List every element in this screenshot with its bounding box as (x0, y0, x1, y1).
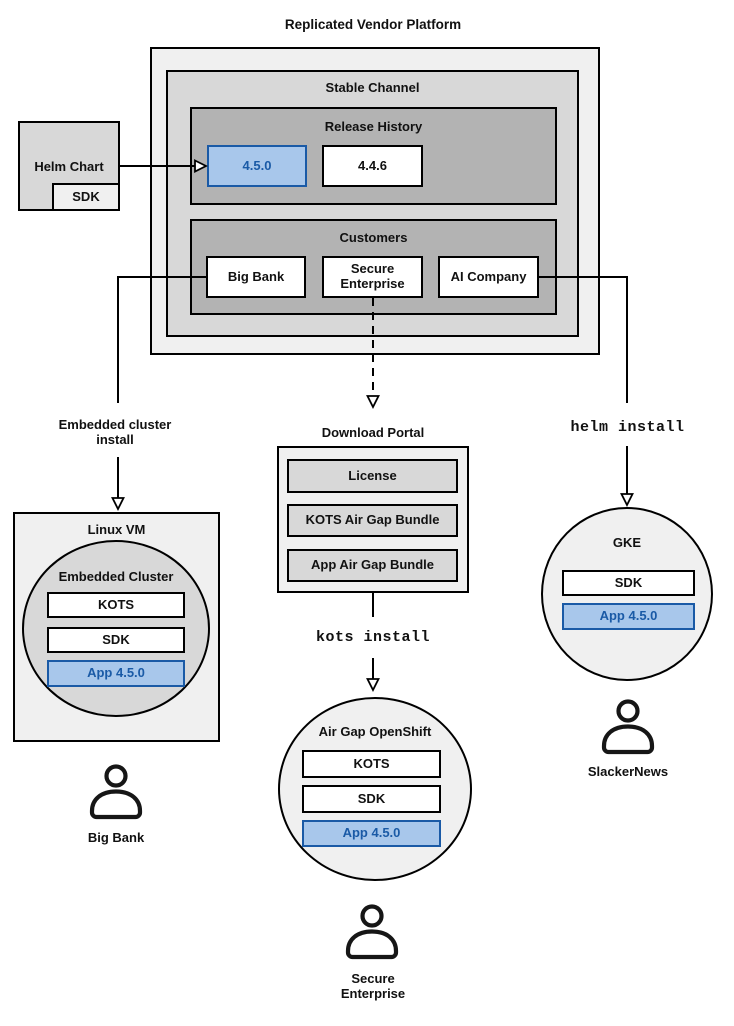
openshift-chip-app: App 4.5.0 (302, 820, 441, 847)
bigbank-install-arrowhead (111, 497, 125, 512)
kots-install-arrowhead (366, 678, 380, 693)
user-slackernews-label: SlackerNews (587, 764, 669, 779)
user-icon (345, 904, 399, 960)
kots-install-label: kots install (315, 629, 431, 646)
customer-chip-secure-enterprise: Secure Enterprise (322, 256, 423, 298)
release-history-label: Release History (324, 119, 423, 134)
gke-label: GKE (612, 535, 642, 550)
portal-chip-license: License (287, 459, 458, 493)
openshift-label: Air Gap OpenShift (318, 724, 432, 739)
gke-chip-sdk: SDK (562, 570, 695, 596)
gke-chip-app: App 4.5.0 (562, 603, 695, 630)
helm-install-label: helm install (570, 419, 685, 436)
secure-dashed-arrowhead (366, 395, 380, 410)
openshift-chip-kots: KOTS (302, 750, 441, 778)
helm-install-arrowhead (620, 493, 634, 508)
customer-chip-ai-company: AI Company (438, 256, 539, 298)
portal-chip-app-airgap-bundle: App Air Gap Bundle (287, 549, 458, 582)
diagram-title: Replicated Vendor Platform (284, 17, 462, 32)
download-portal-label: Download Portal (321, 425, 425, 440)
customers-label: Customers (339, 230, 408, 245)
customer-chip-big-bank: Big Bank (206, 256, 306, 298)
embedded-cluster-chip-sdk: SDK (47, 627, 185, 653)
user-bigbank-label: Big Bank (87, 830, 145, 845)
helm-chart-label: Helm Chart (34, 159, 104, 174)
portal-chip-kots-airgap-bundle: KOTS Air Gap Bundle (287, 504, 458, 537)
stable-channel-label: Stable Channel (325, 80, 420, 95)
embedded-cluster-chip-app: App 4.5.0 (47, 660, 185, 687)
linux-vm-label: Linux VM (87, 522, 146, 537)
user-secure-enterprise-label: Secure Enterprise (340, 971, 406, 1001)
user-icon (601, 699, 655, 755)
user-icon (89, 764, 143, 820)
openshift-chip-sdk: SDK (302, 785, 441, 813)
embedded-cluster-label: Embedded Cluster (58, 569, 174, 584)
embedded-cluster-chip-kots: KOTS (47, 592, 185, 618)
release-chip-4-4-6: 4.4.6 (322, 145, 423, 187)
embedded-cluster-install-label: Embedded cluster install (58, 417, 172, 447)
helm-chart-sdk-chip: SDK (52, 183, 120, 211)
release-chip-4-5-0: 4.5.0 (207, 145, 307, 187)
